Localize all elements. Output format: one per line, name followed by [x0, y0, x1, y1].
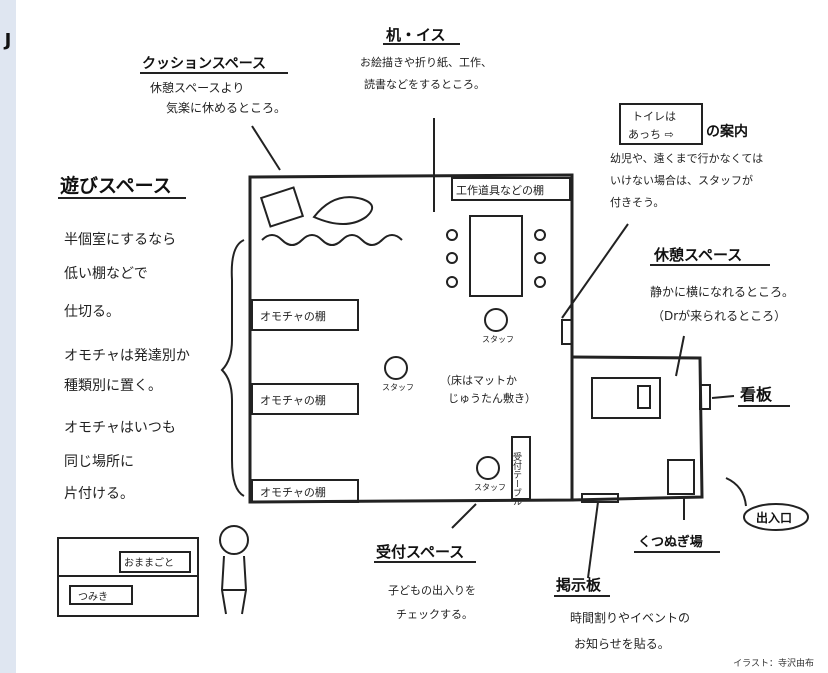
chair — [534, 276, 546, 288]
shelf-box-1: おままごと — [124, 556, 174, 569]
note-bulletin-2: お知らせを貼る。 — [574, 636, 670, 651]
label-staff: スタッフ — [482, 335, 514, 344]
entrance-ellipse — [743, 503, 809, 531]
illustration-canvas — [16, 0, 828, 673]
toilet-door — [561, 319, 573, 345]
note-rest-2: （Drが来られるところ） — [652, 308, 786, 323]
staff-face — [484, 308, 508, 332]
rest-room-wall — [570, 355, 704, 502]
note-play-7: 同じ場所に — [64, 454, 134, 470]
note-cushion-2: 気楽に休めるところ。 — [166, 100, 286, 115]
label-staff: スタッフ — [382, 383, 414, 392]
shoe-rack — [667, 459, 695, 495]
heading-signboard: 看板 — [739, 385, 773, 404]
toilet-sign-line1: トイレは — [632, 110, 676, 123]
note-play-6: オモチャはいつも — [64, 420, 176, 436]
note-play-4: オモチャは発達別か — [64, 348, 190, 364]
note-play-1: 半個室にするなら — [64, 231, 176, 248]
toy-shelf — [251, 299, 359, 331]
note-toilet-1: 幼児や、遠くまで行かなくては — [610, 152, 763, 165]
chair — [446, 229, 458, 241]
note-rest-1: 静かに横になれるところ。 — [650, 285, 794, 299]
note-desk-2: 読書などをするところ。 — [364, 77, 485, 91]
note-reception-2: チェックする。 — [396, 608, 473, 621]
chair — [534, 229, 546, 241]
chair — [446, 252, 458, 264]
label-staff: スタッフ — [474, 483, 506, 492]
chair — [446, 276, 458, 288]
heading-toilet-guide: の案内 — [706, 123, 748, 140]
cushion-round — [312, 196, 373, 225]
bed-pillow — [637, 385, 651, 409]
craft-shelf — [451, 177, 571, 201]
staff-face — [476, 456, 500, 480]
note-cushion-1: 休憩スペースより — [150, 80, 244, 95]
label-craft-shelf: 工作道具などの棚 — [456, 183, 544, 197]
note-play-2: 低い棚などで — [64, 266, 148, 282]
label-reception-table: 受付テーブル — [511, 451, 522, 506]
heading-cushion: クッションスペース — [142, 56, 266, 72]
cushion-wave — [261, 234, 403, 246]
heading-bulletin: 掲示板 — [556, 576, 602, 594]
credit: イラスト：寺沢由布 — [733, 659, 814, 669]
reception-table — [511, 436, 531, 500]
toy-shelf — [251, 479, 359, 503]
note-toilet-3: 付きそう。 — [610, 196, 664, 209]
label-toy-shelf-3: オモチャの棚 — [260, 485, 326, 499]
heading-play: 遊びスペース — [60, 174, 172, 197]
bulletin-board — [581, 493, 619, 503]
shelf-box-2: つみき — [78, 591, 108, 603]
note-bulletin-1: 時間割りやイベントの — [570, 610, 690, 625]
note-reception-1: 子どもの出入りを — [388, 583, 476, 597]
toilet-sign-box — [619, 103, 703, 145]
heading-entrance: 出入口 — [756, 510, 792, 525]
side-tab: J — [4, 30, 12, 51]
staff-face — [384, 356, 408, 380]
label-floor-note-1: （床はマットか — [440, 373, 517, 387]
note-play-3: 仕切る。 — [64, 304, 120, 320]
note-play-8: 片付ける。 — [64, 486, 134, 502]
rest-bed — [591, 377, 661, 419]
label-toy-shelf-2: オモチャの棚 — [260, 393, 326, 407]
heading-reception: 受付スペース — [376, 543, 464, 561]
sign-board — [699, 384, 711, 410]
note-play-5: 種類別に置く。 — [64, 378, 162, 394]
label-floor-note-2: じゅうたん敷き） — [448, 391, 536, 405]
main-room-wall — [248, 173, 574, 504]
note-desk-1: お絵描きや折り紙、工作、 — [360, 55, 492, 69]
play-bracket — [220, 239, 245, 497]
toy-shelf — [251, 383, 359, 415]
heading-rest: 休憩スペース — [653, 246, 742, 264]
note-toilet-2: いけない場合は、スタッフが — [610, 173, 753, 187]
toilet-sign-line2: あっち ⇨ — [628, 128, 674, 141]
heading-desk: 机・イス — [386, 26, 446, 44]
cushion-square — [259, 186, 305, 228]
child-figure — [219, 525, 249, 555]
label-toy-shelf-1: オモチャの棚 — [260, 309, 326, 323]
chair — [534, 252, 546, 264]
desk-table — [469, 215, 523, 297]
heading-shoes: くつぬぎ場 — [638, 534, 703, 550]
